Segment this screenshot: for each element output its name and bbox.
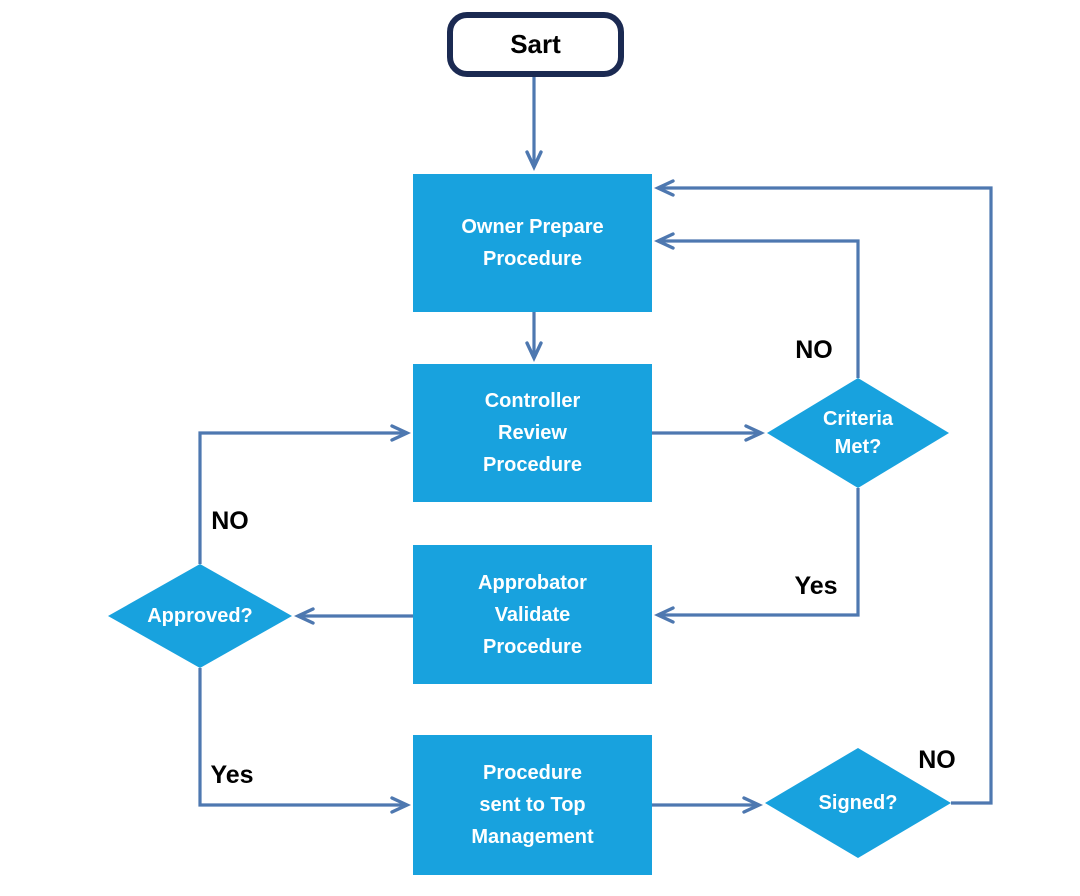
node-label-line: Validate xyxy=(494,603,571,626)
edge-label-criteria-no: NO xyxy=(795,336,833,364)
edge-label-criteria-yes: Yes xyxy=(794,572,838,600)
node-label-line: Controller xyxy=(484,390,581,412)
node-start-label: Sart xyxy=(510,29,561,59)
node-label-line: Procedure xyxy=(483,635,582,658)
node-label-line: Review xyxy=(498,422,567,444)
node-owner-prepare-procedure: Owner Prepare Procedure xyxy=(413,174,652,312)
connector-criteria-no-to-owner xyxy=(653,232,860,378)
node-label-line: Procedure xyxy=(483,762,582,784)
node-label-line: Owner Prepare xyxy=(461,216,604,238)
decision-signed-shape xyxy=(765,748,951,858)
connector-approved-yes-to-topmgmt xyxy=(198,668,412,814)
node-label-line: Procedure xyxy=(483,248,582,270)
connector-criteria-yes-to-approbator xyxy=(653,488,860,624)
edge-label-signed-no: NO xyxy=(918,746,956,774)
node-approbator-validate-procedure: Approbator Validate Procedure xyxy=(413,545,652,684)
connector-signed-no-to-owner xyxy=(653,179,993,805)
connector-approved-no-to-controller xyxy=(198,424,412,564)
edge-label-approved-no: NO xyxy=(211,507,249,535)
node-controller-review-procedure: Controller Review Procedure xyxy=(413,364,652,502)
node-start: Sart xyxy=(447,12,624,77)
node-label-line: sent to Top xyxy=(479,794,586,816)
node-label-line: Management xyxy=(471,826,594,848)
edge-label-approved-yes: Yes xyxy=(210,761,254,789)
node-procedure-sent-to-top-management: Procedure sent to Top Management xyxy=(413,735,652,875)
node-label-line: Approbator xyxy=(478,571,587,594)
node-label-line: Procedure xyxy=(483,454,582,476)
decision-criteria-met-shape xyxy=(767,378,949,488)
decision-approved-shape xyxy=(108,564,292,668)
